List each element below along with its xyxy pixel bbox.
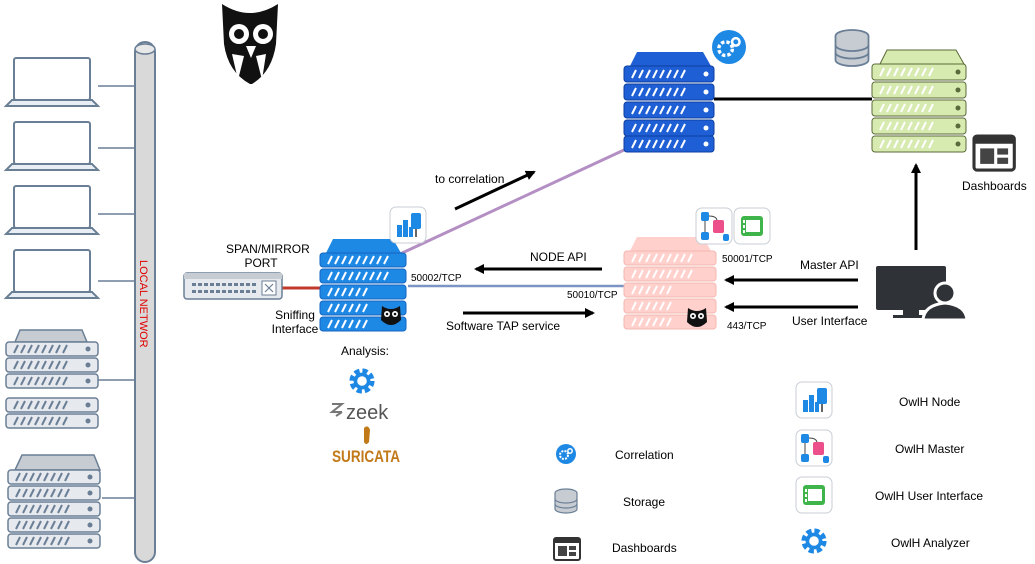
- node-api-label: NODE API: [530, 250, 587, 264]
- owlh-node-server: [319, 239, 407, 332]
- port-50010-label: 50010/TCP: [567, 290, 618, 301]
- suricata-logo: SURICATA: [332, 426, 400, 466]
- dashboards-icon: [972, 134, 1016, 172]
- legend-correlation-label: Correlation: [615, 448, 674, 462]
- local-network-bus: LOCAL NETWOR: [134, 41, 156, 563]
- owlh-ui-icon: [733, 207, 771, 245]
- user-interface-label: User Interface: [792, 314, 868, 328]
- legend-owlh-node-icon: [795, 381, 833, 419]
- legend-owlh-analyzer-label: OwlH Analyzer: [891, 536, 970, 550]
- legend-storage-icon: [554, 488, 578, 514]
- network-switch: [183, 272, 283, 300]
- analysis-label: Analysis:: [341, 344, 390, 358]
- analyzer-gear-icon: [352, 371, 371, 390]
- port-443-label: 443/TCP: [727, 321, 767, 332]
- port-50002-label: 50002/TCP: [411, 273, 462, 284]
- storage-server: [871, 49, 967, 153]
- to-correlation-arrow: [454, 170, 536, 211]
- user-workstation: [876, 266, 969, 322]
- owlh-logo: [222, 4, 278, 84]
- master-api-label: Master API: [800, 258, 859, 272]
- legend-owlh-ui-icon: [795, 476, 833, 514]
- laptop-1: [5, 57, 135, 107]
- grey-server-2: [7, 454, 135, 549]
- dashboards-label: Dashboards: [962, 179, 1027, 193]
- legend-storage-label: Storage: [623, 495, 666, 509]
- correlation-icon: [710, 28, 748, 66]
- storage-icon: [834, 29, 870, 67]
- laptop-3: [5, 185, 135, 235]
- correlation-link: [399, 148, 625, 256]
- legend-owlh-ui-label: OwlH User Interface: [875, 489, 984, 503]
- port-50001-label: 50001/TCP: [722, 254, 773, 265]
- correlation-server: [623, 52, 715, 153]
- legend-dashboards-icon: [553, 537, 581, 561]
- legend-owlh-master-label: OwlH Master: [895, 442, 965, 456]
- legend-owlh-analyzer-icon: [804, 531, 823, 550]
- owlh-master-icon: [695, 207, 733, 245]
- legend-dashboards-label: Dashboards: [612, 541, 677, 555]
- zeek-logo: zeek: [329, 402, 389, 424]
- to-correlation-label: to correlation: [435, 172, 505, 186]
- legend-owlh-node-label: OwlH Node: [899, 395, 961, 409]
- laptop-4: [5, 249, 135, 299]
- local-network-label: LOCAL NETWOR: [137, 260, 149, 348]
- suricata-label: SURICATA: [332, 447, 400, 466]
- legend-correlation-icon: [555, 443, 577, 465]
- software-tap-label: Software TAP service: [446, 319, 561, 333]
- owlh-node-icon: [389, 206, 427, 244]
- owlh-master-server: [623, 237, 717, 330]
- grey-server-1: [5, 329, 135, 429]
- laptop-2: [5, 121, 135, 171]
- zeek-label: zeek: [346, 402, 389, 424]
- legend-owlh-master-icon: [795, 429, 833, 467]
